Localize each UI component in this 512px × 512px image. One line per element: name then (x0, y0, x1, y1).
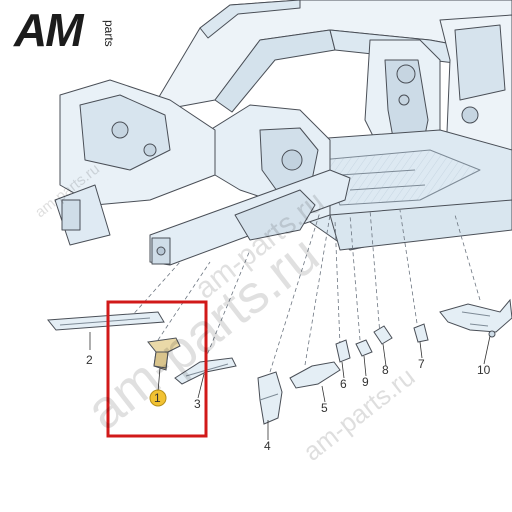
part-2-long-rail (47, 311, 165, 331)
callout-label-6: 6 (340, 377, 347, 391)
callout-label-4: 4 (264, 439, 271, 453)
callout-label-10: 10 (477, 363, 491, 377)
part-1-marker (149, 389, 167, 407)
leader-lines (129, 209, 481, 373)
callout-label-9: 9 (362, 375, 369, 389)
part-6-small-bracket (335, 339, 351, 363)
logo-am-text: AM (14, 4, 84, 56)
callout-leaders (89, 332, 491, 440)
part-4-sill-bracket (257, 371, 283, 425)
part-1-highlight-frame (106, 300, 208, 438)
part-9-clip (355, 339, 373, 357)
part-1-bracket (147, 337, 181, 371)
callout-label-2: 2 (86, 353, 93, 367)
callout-label-7: 7 (418, 357, 425, 371)
callout-label-3: 3 (194, 397, 201, 411)
watermark-text: am-parts.ru (75, 224, 329, 441)
callout-label-5: 5 (321, 401, 328, 415)
part-8-clip (373, 325, 393, 345)
part-5-rail-section (289, 361, 341, 389)
part-10-rear-bracket (439, 298, 512, 338)
car-body-shell (54, 0, 512, 266)
callout-label-8: 8 (382, 363, 389, 377)
part-7-clip (413, 323, 429, 343)
callout-label-1: 1 (154, 391, 161, 405)
